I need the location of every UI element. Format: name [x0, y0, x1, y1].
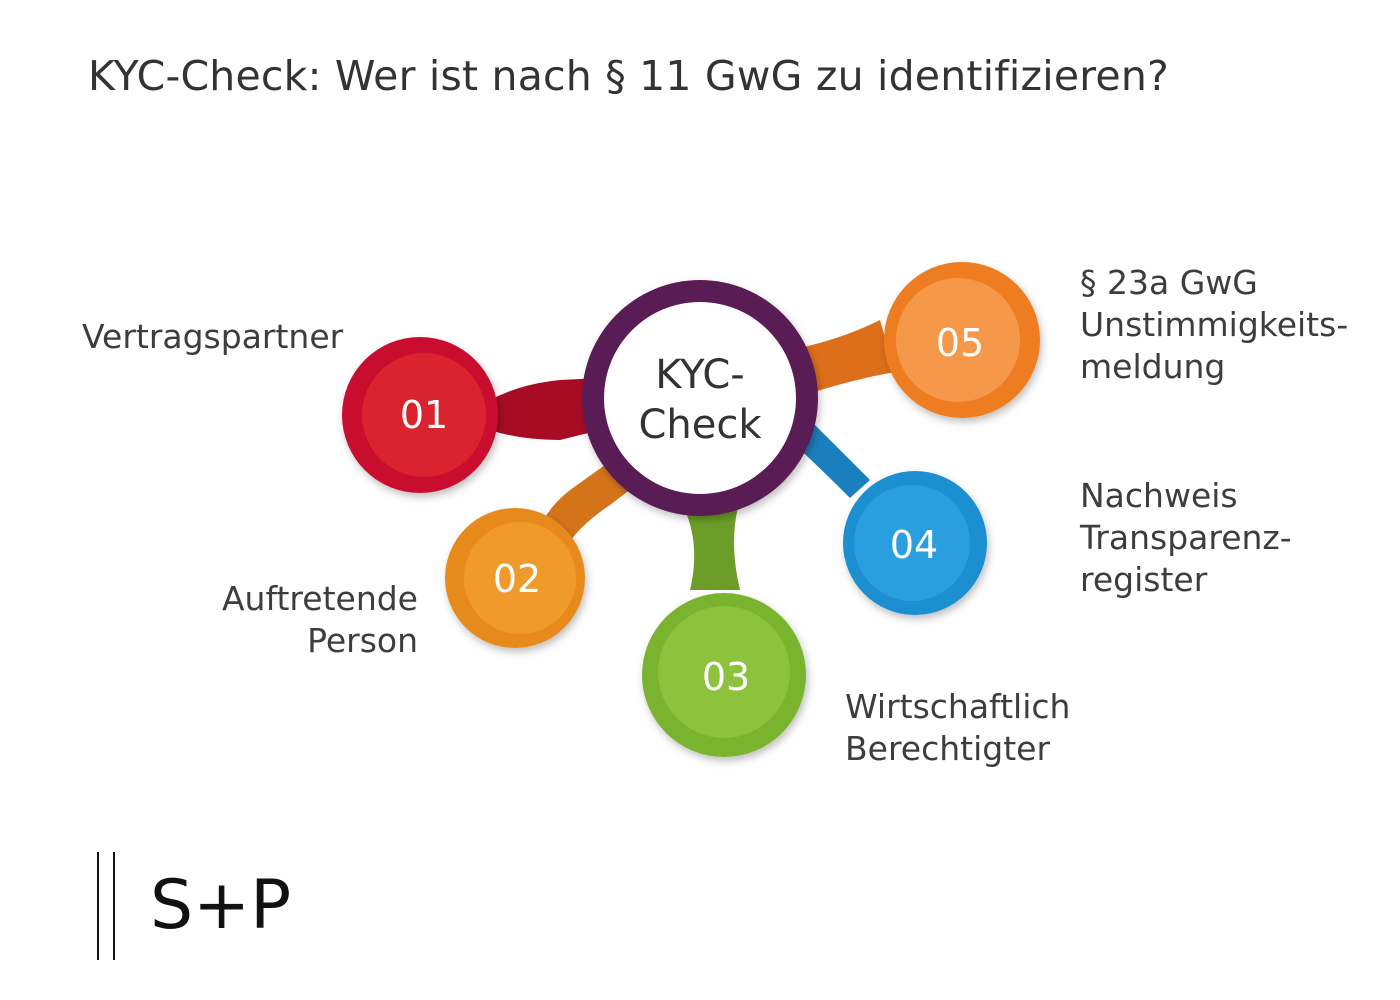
connector-05 — [790, 320, 895, 395]
connector-02 — [540, 460, 640, 548]
label-04-line: register — [1080, 560, 1208, 599]
node-04: 04 — [843, 471, 987, 615]
node-02-number: 02 — [493, 557, 541, 601]
logo-bar-right — [113, 852, 115, 960]
label-04: Nachweis Transparenz- register — [1080, 475, 1292, 601]
node-03-number: 03 — [702, 655, 750, 699]
label-03: Wirtschaftlich Berechtigter — [845, 686, 1070, 770]
label-02-line: Auftretende — [221, 579, 418, 618]
company-logo: S+P — [150, 866, 292, 945]
center-hub: KYC- Check — [582, 280, 818, 516]
node-03: 03 — [642, 593, 806, 757]
center-line1: KYC- — [655, 352, 744, 398]
label-05-line: § 23a GwG — [1080, 263, 1258, 302]
label-01: Vertragspartner — [82, 316, 343, 358]
node-05-number: 05 — [936, 321, 984, 365]
label-03-line: Berechtigter — [845, 729, 1051, 768]
label-05-line: Unstimmigkeits- — [1080, 305, 1349, 344]
label-02-line: Person — [307, 621, 418, 660]
label-01-line: Vertragspartner — [82, 317, 344, 356]
label-04-line: Transparenz- — [1080, 518, 1292, 557]
connector-03 — [680, 500, 740, 590]
label-05-line: meldung — [1080, 347, 1226, 386]
node-04-number: 04 — [890, 523, 938, 567]
label-05: § 23a GwG Unstimmigkeits- meldung — [1080, 262, 1348, 388]
logo-bar-left — [97, 852, 99, 960]
page-title: KYC-Check: Wer ist nach § 11 GwG zu iden… — [88, 52, 1169, 100]
node-01: 01 — [342, 337, 498, 493]
label-02: Auftretende Person — [190, 578, 418, 662]
connector-01 — [490, 378, 600, 440]
label-04-line: Nachweis — [1080, 476, 1238, 515]
center-line2: Check — [638, 402, 762, 448]
label-03-line: Wirtschaftlich — [845, 687, 1071, 726]
node-01-number: 01 — [400, 393, 448, 437]
node-05: 05 — [884, 262, 1040, 418]
node-02: 02 — [445, 508, 585, 648]
